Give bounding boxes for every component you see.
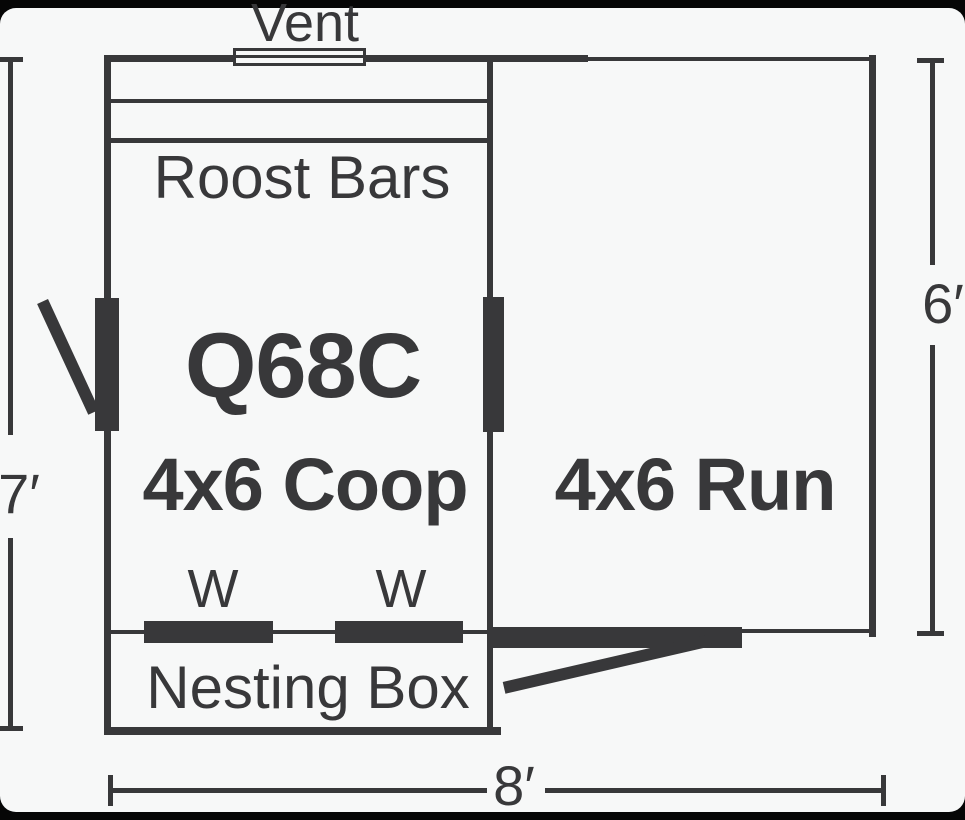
bottom-dim-line-left: [110, 788, 487, 793]
left-dim-tick-bottom: [0, 726, 23, 731]
left-dim-line-lower: [8, 538, 13, 731]
nesting-box-divider-line: [104, 630, 493, 634]
run-top-wall: [588, 57, 876, 61]
run-size-label: 4x6 Run: [554, 443, 837, 526]
coop-size-label: 4x6 Coop: [142, 443, 468, 526]
vent-inner-line: [236, 55, 363, 58]
left-dim-label: 7′: [0, 462, 40, 525]
bottom-dim-label: 8′: [493, 754, 535, 817]
roost-bar-line-1: [111, 99, 487, 103]
right-dim-line-lower: [930, 345, 935, 636]
left-dim-tick-top: [0, 57, 23, 62]
coop-door-swing-line: [37, 299, 100, 415]
pop-door-bar: [483, 297, 504, 432]
bottom-dim-tick-left: [108, 775, 113, 806]
right-dim-tick-bottom: [917, 631, 944, 636]
left-dim-line-upper: [8, 57, 13, 435]
right-dim-line-upper: [930, 58, 935, 265]
right-dim-label: 6′: [922, 272, 964, 335]
window-label-1: W: [187, 559, 239, 619]
bottom-dim-line-right: [545, 788, 886, 793]
vent-label: Vent: [250, 0, 360, 53]
roost-bar-line-2: [111, 138, 487, 143]
vent-rect: [233, 48, 366, 66]
window-bar-1: [144, 621, 273, 643]
right-dim-tick-top: [917, 58, 944, 63]
window-bar-2: [335, 621, 463, 643]
window-label-2: W: [375, 559, 427, 619]
run-right-wall: [869, 55, 876, 637]
coop-door-bar: [95, 298, 119, 431]
run-bottom-wall: [742, 629, 876, 633]
nesting-box-label: Nesting Box: [146, 654, 470, 721]
coop-bottom-wall: [104, 727, 501, 735]
bottom-dim-tick-right: [881, 775, 886, 806]
roost-bars-label: Roost Bars: [153, 144, 451, 211]
model-code-label: Q68C: [184, 315, 422, 417]
